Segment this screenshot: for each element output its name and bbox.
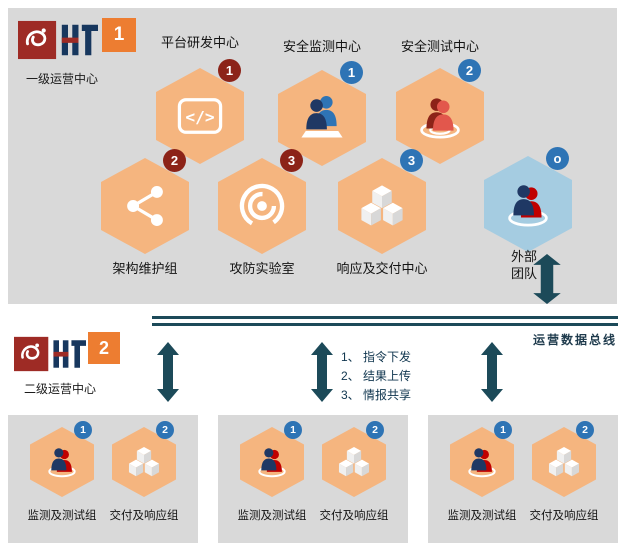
share-network-icon [127,185,163,227]
hex-platform-rd: </> 1 [156,59,244,164]
badge-number: 2 [458,59,481,82]
double-arrow-group-3-icon [481,342,503,402]
cubes-icon [128,446,160,477]
code-icon: </> [177,98,223,134]
badge-number: 2 [576,421,594,439]
hex-delivery-response-group: 2 [532,421,596,497]
label-monitor-test-group: 监测及测试组 [27,510,97,522]
target-maze-icon [239,183,285,229]
level2-group-2: 1 2 监测及测试组 交付及响应组 [218,415,408,543]
person-laptop-icon [301,96,343,138]
svg-text:</>: </> [185,108,215,127]
label-delivery-response-group: 交付及响应组 [529,510,599,522]
title-security-testing-center: 安全测试中心 [400,39,479,54]
badge-number: 3 [280,149,303,172]
person-target-icon [258,448,286,478]
bus-line-bottom [152,323,618,326]
title-security-monitoring-center: 安全监测中心 [282,39,361,54]
label-monitor-test-group: 监测及测试组 [237,510,307,522]
level1-label: 一级运营中心 [25,72,98,86]
cubes-icon [361,185,403,226]
cubes-icon [338,446,370,477]
double-arrow-group-2-icon [311,342,333,402]
badge-number: 3 [400,149,423,172]
hex-monitor-test-group: 1 [240,421,304,497]
title-platform-rd-center: 平台研发中心 [160,35,239,50]
label-architecture-maintenance: 架构维护组 [112,261,178,276]
external-person-icon [508,185,548,227]
label-attack-defense-lab: 攻防实验室 [229,261,295,276]
level2-label: 二级运营中心 [23,382,96,396]
label-delivery-response-group: 交付及响应组 [109,510,179,522]
hex-attack-defense-lab: 3 [218,149,306,254]
badge-number: 2 [156,421,174,439]
brand-logo [18,19,98,61]
double-arrow-group-1-icon [157,342,179,402]
badge-number: 1 [340,61,363,84]
badge-number: 1 [218,59,241,82]
cubes-icon [548,446,580,477]
level1-number-badge: 1 [102,18,136,52]
hex-monitor-test-group: 1 [450,421,514,497]
bus-note-3: 3、 情报共享 [341,388,412,402]
external-double-arrow-icon [533,254,561,304]
badge-marker: o [546,147,569,170]
hexagon-shape [156,68,244,164]
badge-number: 1 [74,421,92,439]
hex-architecture-maintenance: 2 [101,149,189,254]
level2-group-3: 1 2 监测及测试组 交付及响应组 [428,415,618,543]
label-external-team: 外部 团队 [510,249,537,281]
level2-number-badge: 2 [88,332,120,364]
hex-delivery-response-group: 2 [322,421,386,497]
level1-panel: 1 一级运营中心 平台研发中心 安全监测中心 安全测试中心 </> 1 1 [8,8,617,304]
person-target-icon [420,98,460,139]
hex-external-team: o [484,147,572,252]
brand-logo [14,335,86,373]
badge-number: 1 [494,421,512,439]
badge-number: 2 [366,421,384,439]
hex-delivery-response-group: 2 [112,421,176,497]
level2-group-1: 1 2 监测及测试组 交付及响应组 [8,415,198,543]
person-target-icon [468,448,496,478]
bus-line-top [152,316,618,319]
bus-note-1: 1、 指令下发 [341,350,412,364]
person-target-icon [48,448,76,478]
bus-label: 运营数据总线 [532,333,617,347]
label-response-delivery: 响应及交付中心 [336,261,428,276]
badge-number: 2 [163,149,186,172]
hex-security-testing: 2 [396,59,484,164]
hex-monitor-test-group: 1 [30,421,94,497]
label-monitor-test-group: 监测及测试组 [447,510,517,522]
bus-note-2: 2、 结果上传 [341,369,412,383]
badge-number: 1 [284,421,302,439]
label-delivery-response-group: 交付及响应组 [319,510,389,522]
hex-response-delivery: 3 [338,149,426,254]
